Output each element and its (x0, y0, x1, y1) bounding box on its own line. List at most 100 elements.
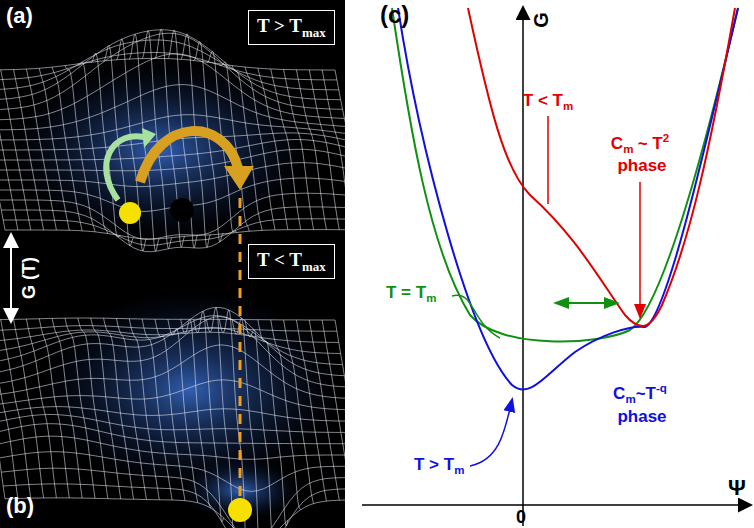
condition-text: T > T (257, 15, 302, 36)
mesh-line (232, 318, 262, 528)
subscript: max (302, 25, 326, 40)
arrow-head (142, 128, 156, 148)
mesh-line (245, 67, 275, 230)
axis-label-group: G (530, 12, 552, 28)
mesh-line (91, 318, 121, 499)
well-hole (170, 198, 194, 222)
mesh-line (1, 320, 31, 499)
mesh-line (271, 69, 301, 230)
condition-box: T > Tmax (248, 10, 335, 45)
panel-letter: (a) (6, 3, 33, 28)
mesh-line (0, 85, 345, 130)
superscript: 2 (663, 132, 669, 144)
subscript: max (302, 259, 326, 274)
energy-landscape-mesh (0, 29, 345, 528)
tick-label-group: 0 (516, 508, 526, 528)
mesh-line (0, 307, 344, 375)
phase-label-group: Cm~ T2 (611, 132, 669, 156)
g-axis (522, 8, 524, 526)
mesh-line (104, 318, 134, 499)
mesh-line (5, 498, 345, 528)
mesh-line (65, 318, 95, 498)
mesh-line (5, 230, 345, 239)
panel-letter-group: (a) (6, 4, 33, 28)
leader-line (547, 116, 549, 204)
leader-arrow (639, 182, 641, 316)
mesh-line (258, 68, 288, 230)
mesh-line (245, 320, 275, 528)
mesh-line (0, 318, 335, 320)
mesh-line (155, 319, 185, 501)
mesh-line (116, 39, 146, 251)
mesh-line (52, 67, 82, 231)
mesh-line (116, 318, 146, 499)
subscript: m (623, 143, 633, 155)
mesh-line (39, 68, 69, 230)
leader-arrow (470, 400, 512, 466)
mesh-line (181, 319, 211, 508)
mesh-line (0, 320, 18, 499)
axis-label: G (530, 12, 552, 28)
mesh-line (0, 380, 345, 410)
mesh-line (26, 69, 56, 230)
phase-label: phase (617, 156, 666, 175)
drop-line (239, 198, 242, 498)
mesh-line (0, 58, 335, 70)
state-ball (119, 202, 141, 224)
mesh-line (0, 424, 345, 444)
leader-line (452, 295, 500, 338)
red-curve (468, 8, 735, 326)
mesh-line (309, 320, 339, 500)
energy-double-arrow (10, 240, 12, 316)
mesh-line (0, 330, 339, 342)
panel-letter: (b) (6, 493, 34, 518)
mesh-line (3, 219, 345, 246)
panel-letter: (c) (380, 1, 409, 28)
subscript: m (454, 464, 464, 476)
mesh-line (26, 319, 56, 498)
mesh-line (335, 320, 345, 500)
condition-text: T < T (257, 249, 302, 270)
mesh-line (335, 70, 345, 230)
axis-label: G (T) (19, 257, 39, 299)
mesh-line (296, 70, 326, 230)
mesh-line (0, 193, 345, 239)
mesh-line (39, 319, 69, 498)
mesh-line (0, 326, 337, 332)
mesh-line (322, 70, 345, 230)
subscript: m (426, 292, 436, 304)
mesh-line (271, 320, 301, 510)
mesh-line (78, 62, 108, 234)
curve-label-group: T > Tm (414, 456, 464, 477)
phase-label: C (611, 134, 623, 153)
mesh-line (296, 320, 326, 501)
arrow-head (224, 166, 254, 190)
condition-box: T < Tmax (248, 244, 335, 279)
phase-label-group: phase (617, 408, 666, 427)
mesh-line (258, 320, 288, 526)
mesh-line (0, 40, 339, 90)
axis-label: Ψ (728, 475, 746, 500)
mesh-line (322, 320, 345, 500)
flat-range-arrow (557, 302, 616, 304)
mesh-line (1, 70, 31, 230)
mesh-line (0, 53, 337, 80)
mesh-line (309, 70, 339, 230)
panel-letter-group: (c) (380, 2, 409, 28)
curve-label: T > T (414, 455, 454, 474)
mesh-line (0, 70, 5, 230)
mesh-line (78, 318, 108, 499)
blue-curve (398, 8, 738, 390)
curve-label-group: T = Tm (386, 284, 436, 305)
mesh-line (0, 345, 345, 398)
mesh-line (0, 70, 18, 230)
mesh-line (129, 319, 159, 500)
phase-label: ~T (636, 384, 656, 403)
phase-label-group: Cm~T-q (613, 382, 667, 406)
mesh-line (65, 66, 95, 232)
mesh-line (14, 319, 44, 498)
phase-label-group: phase (617, 157, 666, 176)
curve-label: T = T (386, 283, 426, 302)
